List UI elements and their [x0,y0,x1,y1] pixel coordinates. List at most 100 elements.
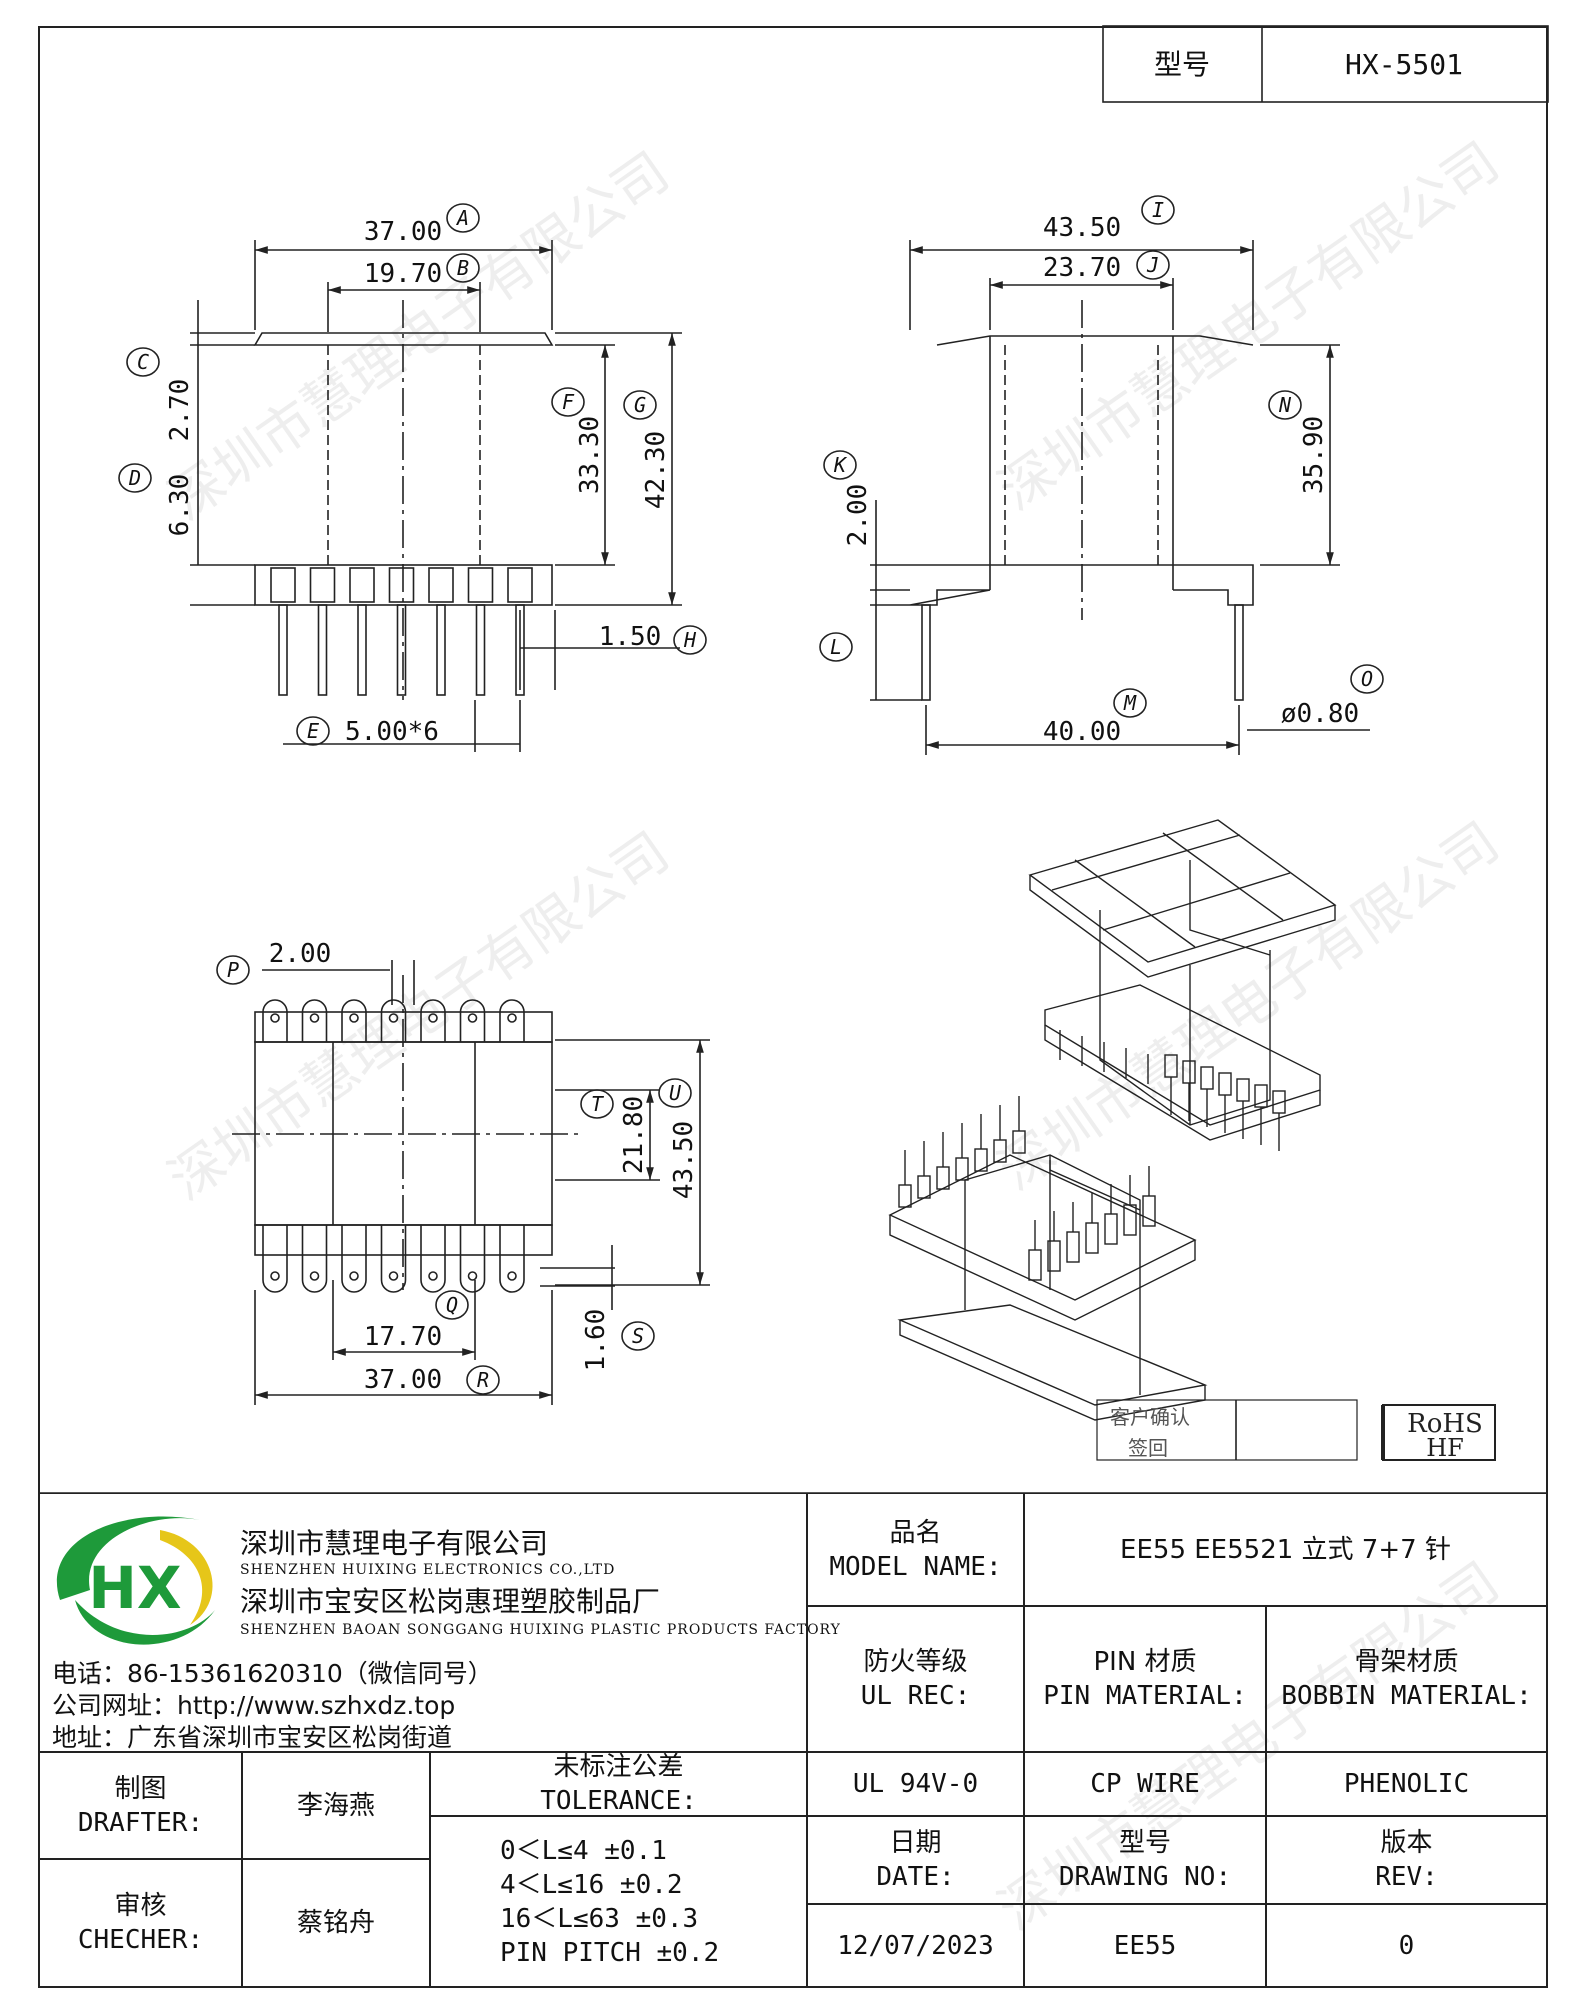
dim-B: 19.70 [364,259,442,289]
website: 公司网址：http://www.szhxdz.top [52,1691,456,1720]
rohs-mark: RoHS [1407,1409,1483,1439]
checker-label: 审核 CHECHER: [38,1858,243,1988]
address: 地址：广东省深圳市宝安区松岗街道 [52,1723,453,1752]
drafter-label: 制图 DRAFTER: [38,1751,243,1860]
bobbin-material-label: 骨架材质 BOBBIN MATERIAL: [1265,1605,1548,1753]
checker-value: 蔡铭舟 [241,1858,431,1988]
dim-letter-e: E [296,716,330,746]
svg-text:B: B [457,256,469,280]
dim-letter-p: P [216,955,250,985]
pin [317,604,328,696]
dim-A: 37.00 [364,217,442,247]
dim-letter-f: F [551,387,585,417]
date-value: 12/07/2023 [806,1903,1025,1988]
dim-letter-k: K [823,450,857,480]
iso-pin-post [1200,1066,1214,1090]
iso-pin-post [1066,1231,1080,1263]
pin-pad-top [459,999,486,1042]
pin-slot [467,567,494,603]
tolerance-label: 未标注公差 TOLERANCE: [429,1751,808,1817]
pin [357,604,367,696]
model-label: 品名 MODEL NAME: [806,1493,1025,1607]
company-info: 深圳市慧理电子有限公司 SHENZHEN HUIXING ELECTRONICS… [240,1522,841,1638]
type-value: HX-5501 [1345,48,1463,81]
ul-label: 防火等级 UL REC: [806,1605,1025,1753]
iso-pin-post [1104,1213,1118,1245]
svg-text:O: O [1361,667,1373,691]
pin-pad-top [301,999,328,1042]
svg-text:U: U [669,1081,682,1105]
iso-pin-post [974,1148,988,1172]
dim-S: 1.60 [581,1309,611,1372]
pin-hole [309,1013,320,1023]
pin-pad-bottom [262,1225,288,1293]
side-dimensions: 43.50 23.70 2.00 35.90 40.00 ø0.80 [843,213,1359,747]
pin-pad-bottom [301,1225,328,1293]
company-name-en: SHENZHEN HUIXING ELECTRONICS CO.,LTD [240,1562,616,1578]
pin-hole [270,1271,280,1281]
front-view [190,240,682,752]
model-value: EE55 EE5521 立式 7+7 针 [1023,1493,1548,1607]
front-dimensions: 37.00 19.70 2.70 6.30 33.30 42.30 1.50 5… [165,217,671,747]
pin [515,604,525,696]
factory-name-en: SHENZHEN BAOAN SONGGANG HUIXING PLASTIC … [240,1622,841,1638]
dim-letter-i: I [1141,195,1175,225]
dim-letter-c: C [126,347,160,377]
svg-text:A: A [455,206,469,230]
ul-value: UL 94V-0 [806,1751,1025,1817]
dim-G: 42.30 [641,431,671,509]
pin-hole [507,1271,517,1281]
rev-value: 0 [1265,1903,1548,1988]
drafter-value: 李海燕 [241,1751,431,1860]
pin-slot [507,567,533,603]
drawing-no-label: 型号 DRAWING NO: [1023,1815,1267,1905]
iso-pin-post [1028,1249,1042,1281]
dim-N: 35.90 [1299,416,1329,494]
dim-letter-s: S [621,1321,655,1351]
svg-text:S: S [632,1324,644,1348]
pin-hole [309,1271,320,1281]
pin-pad-top [499,999,525,1042]
pin-pad-top [262,999,288,1042]
pin-pad-bottom [341,1225,367,1293]
pin-pad-bottom [420,1225,446,1293]
svg-text:E: E [307,719,319,743]
svg-text:J: J [1146,253,1159,277]
approval-line1: 客户确认 [1110,1405,1190,1429]
pin [436,604,446,696]
pin-slot [428,567,454,603]
pin-pad-top [420,999,446,1042]
pin-slot [349,567,375,603]
pin-slot [309,567,336,603]
pin-pad-top [341,999,367,1042]
tolerance-values: 0＜L≤4 ±0.1 4＜L≤16 ±0.2 16＜L≤63 ±0.3 PIN … [429,1815,808,1988]
side-view [870,240,1370,755]
pin-pad-bottom [459,1225,486,1293]
svg-text:D: D [128,466,141,490]
dim-Q: 17.70 [364,1322,442,1352]
dim-letter-n: N [1268,390,1302,420]
iso-pin-post [1164,1054,1178,1078]
svg-text:T: T [591,1092,605,1116]
company-name-cn: 深圳市慧理电子有限公司 [240,1527,549,1560]
dim-F: 33.30 [575,416,605,494]
dim-M: 40.00 [1043,717,1121,747]
type-box [1102,25,1549,103]
pin-hole [428,1013,438,1023]
pin-hole [428,1271,438,1281]
iso-pin-post [1218,1072,1232,1096]
pin-hole [270,1013,280,1023]
dim-K: 2.00 [843,484,873,547]
dim-letter-d: D [118,463,152,493]
pin-pad-top [380,999,407,1042]
dim-letter-t: T [580,1089,614,1119]
dim-letter-b: B [446,253,480,283]
pin [475,604,486,696]
dim-letter-q: Q [435,1290,469,1320]
dim-letter-r: R [466,1365,500,1395]
dim-letter-l: L [819,632,853,662]
pin-slot [270,567,296,603]
type-label: 型号 [1154,48,1210,81]
